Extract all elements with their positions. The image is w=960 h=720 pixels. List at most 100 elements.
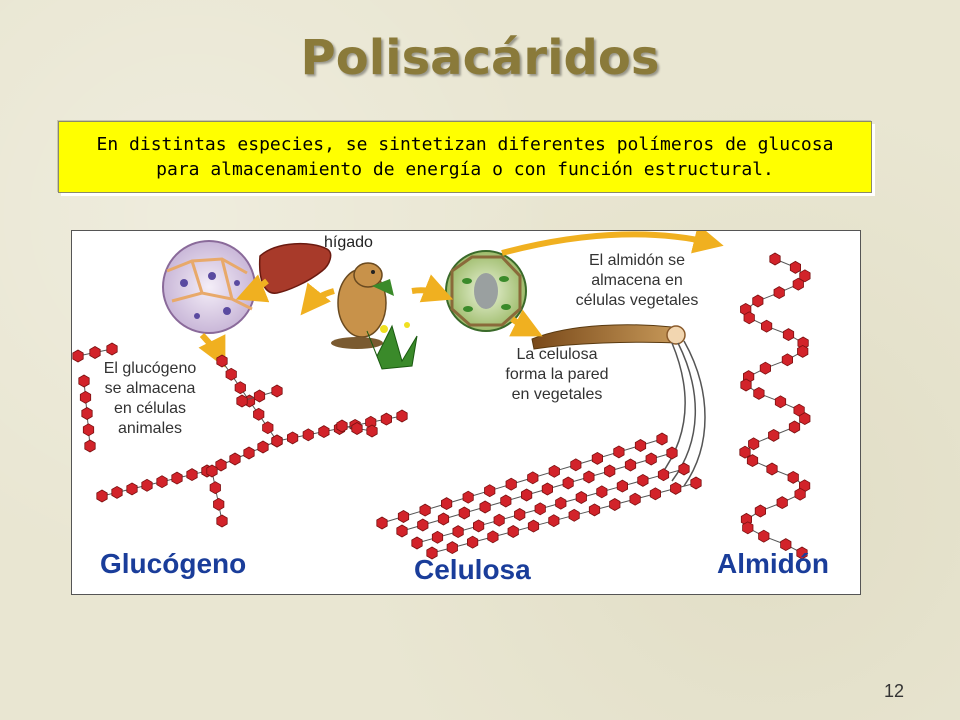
starch-helix-bead [753, 386, 765, 400]
starch-helix-bead [797, 344, 809, 358]
cellulose-strand-bead [527, 519, 540, 533]
cellulose-strand-bead [484, 484, 496, 498]
glycogen-chain-bead [271, 384, 283, 398]
cellulose-strand-bead [467, 535, 479, 549]
glycogen-note-line-1: El glucógeno [104, 360, 197, 377]
starch-note-line-3: células vegetales [576, 292, 699, 309]
cellulose-strand-bead [575, 491, 587, 504]
page-number: 12 [883, 681, 904, 701]
cellulose-strand-bead [591, 451, 603, 465]
cellulose-strand-bead [656, 432, 668, 446]
intro-text: En distintas especies, se sintetizan dif… [96, 134, 834, 180]
glycogen-chain-bead [302, 428, 314, 442]
cellulose-strand-bead [462, 490, 474, 504]
cellulose-strand-bead [521, 488, 533, 502]
cellulose-strand-bead [613, 445, 625, 459]
cellulose-strand-bead [666, 446, 678, 460]
starch-helix-bead [754, 504, 766, 518]
intro-box: En distintas especies, se sintetizan dif… [58, 121, 872, 193]
cellulose-strand-bead [670, 481, 682, 495]
glycogen-chain-bead [171, 471, 183, 485]
arrow-plant-to-fiber [509, 309, 543, 337]
glycogen-chain-bead [366, 424, 378, 438]
glycogen-note-line-2: se almacena [105, 380, 196, 397]
starch-helix-bead [793, 403, 805, 417]
cellulose-strand-bead [527, 471, 539, 485]
caption-starch: Almidón [717, 548, 829, 579]
starch-helix-bead [792, 277, 804, 291]
cellulose-strand-bead [397, 510, 410, 523]
cellulose-strand-bead [437, 512, 450, 526]
starch-helix-bead [773, 286, 785, 300]
cellulose-strand-bead [588, 503, 601, 517]
cellulose-strand-bead [583, 470, 595, 484]
cellulose-strand-bead [568, 508, 580, 522]
starch-helix-bead [740, 378, 752, 392]
cellulose-strand-bead [534, 502, 546, 516]
liver-icon [258, 242, 332, 294]
glycogen-chain-bead [156, 475, 168, 489]
cellulose-strand-bead [649, 487, 661, 501]
cellulose-note-line-1: La celulosa [517, 346, 598, 363]
glycogen-chain-bead [78, 374, 90, 388]
starch-helix-bead [769, 252, 781, 266]
caption-glycogen: Glucógeno [100, 548, 246, 579]
starch-helix-bead [776, 496, 788, 510]
glycogen-chain-bead [82, 423, 95, 437]
cellulose-strand-bead [514, 508, 526, 521]
starch-helix-bead [739, 445, 751, 459]
cellulose-strand-bead [419, 503, 431, 517]
glycogen-note-line-3: en células [114, 400, 186, 417]
cellulose-strand-bead [609, 498, 621, 511]
starch-helix-bead [746, 454, 759, 468]
cellulose-strand-bead [657, 468, 670, 482]
cellulose-strand-bead [637, 473, 649, 487]
polysaccharide-diagram: hígado [71, 230, 861, 595]
starch-helix-bead [787, 470, 799, 484]
cellulose-strand-bead [548, 464, 560, 478]
starch-helix-bead [759, 361, 771, 375]
cellulose-strand-bead [678, 462, 690, 476]
liver-label: hígado [324, 234, 373, 251]
starch-helix-bead [748, 437, 760, 451]
glycogen-chain-link [211, 470, 223, 522]
cellulose-strand-bead [487, 530, 499, 544]
cellulose-strand-bead [507, 525, 519, 538]
glycogen-chain-bead [111, 485, 123, 499]
glycogen-chain-bead [126, 482, 138, 496]
glycogen-chain-bead [262, 421, 274, 435]
glycogen-chain-bead [89, 346, 101, 359]
glycogen-chain-bead [396, 409, 408, 423]
cellulose-strand-bead [452, 525, 464, 539]
glycogen-chain-bead [96, 489, 108, 503]
cellulose-strand-bead [690, 476, 702, 490]
glucose-chains [72, 252, 811, 560]
glycogen-chain-bead [243, 446, 255, 460]
cellulose-fiber-icon [531, 324, 706, 487]
starch-note-line-2: almacena en [591, 272, 683, 289]
cellulose-strand-bead [473, 519, 485, 533]
slide-title: Polisacáridos [300, 30, 660, 86]
glycogen-chain-bead [81, 407, 93, 420]
prairie-dog-icon [331, 262, 387, 349]
glycogen-chain-bead [213, 497, 225, 511]
plant-icon [366, 279, 418, 370]
cellulose-strand-bead [596, 485, 608, 499]
starch-note: El almidón se almacena en células vegeta… [576, 252, 699, 309]
cellulose-strand-bead [616, 479, 628, 493]
cellulose-strand-bead [555, 496, 567, 510]
glycogen-chain-bead [106, 342, 118, 356]
starch-helix-bead [799, 412, 811, 426]
cellulose-strand-bead [458, 506, 470, 520]
starch-helix-bead [742, 521, 754, 535]
glycogen-chain-bead [72, 349, 84, 363]
cellulose-note-line-2: forma la pared [505, 366, 608, 383]
glycogen-chain-bead [209, 481, 221, 495]
cellulose-strand-bead [479, 500, 491, 514]
glycogen-chain-bead [351, 422, 363, 435]
starch-helix-bead [774, 395, 787, 409]
starch-helix-bead [788, 420, 801, 434]
starch-helix-bead [743, 311, 755, 325]
glycogen-chain-bead [225, 367, 237, 381]
arrow-liver-to-cell [235, 274, 270, 303]
